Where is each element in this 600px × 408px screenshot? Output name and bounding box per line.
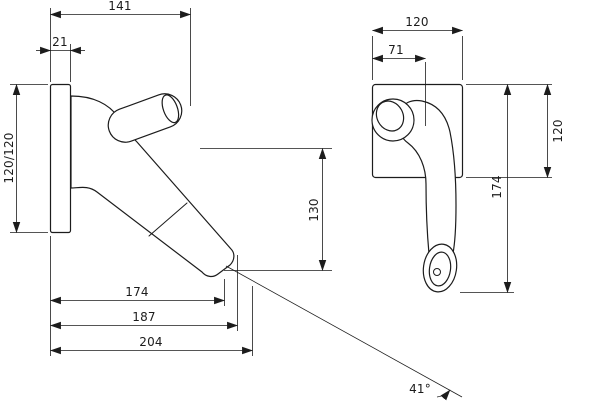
- front-view-labels: 120 71 120 174: [388, 15, 565, 199]
- dim-projection-label: 141: [108, 0, 132, 13]
- dim-spout-angle-label: 41°: [409, 382, 431, 396]
- handle-front: [371, 98, 415, 142]
- dim-reach-187-label: 187: [132, 310, 156, 324]
- handle-rim: [375, 100, 405, 132]
- aerator: [433, 268, 441, 276]
- spout-joint-line: [148, 202, 188, 237]
- side-view-labels: 141 21 120/120 130 174 187 204 41°: [2, 0, 431, 396]
- spout-axis-line: [225, 265, 463, 398]
- dim-reach-204-label: 204: [139, 335, 163, 349]
- spout-body-front: [397, 99, 457, 259]
- dim-reach-174-label: 174: [125, 285, 149, 299]
- dim-outlet-drop-label: 130: [307, 198, 321, 222]
- angle-arc: [436, 389, 451, 401]
- outlet-inner: [428, 251, 452, 287]
- wall-plate-side: [49, 83, 72, 234]
- dim-plate-width-label: 120: [405, 15, 429, 29]
- dim-plate-height-label: 120: [551, 119, 565, 143]
- side-view-dimensions: [10, 8, 463, 401]
- front-view-dimensions: [371, 26, 552, 294]
- front-view-drawing: [371, 83, 464, 293]
- dim-plate-depth-label: 21: [52, 35, 68, 49]
- handle-side: [107, 93, 183, 143]
- handle-end-cap: [161, 94, 180, 124]
- dim-spout-offset-label: 71: [388, 43, 404, 57]
- handle-body: [107, 93, 183, 143]
- dim-outlet-drop-label: 174: [490, 175, 504, 199]
- side-view-drawing: [49, 83, 235, 278]
- dim-plate-size-label: 120/120: [2, 132, 16, 183]
- spout-outlet: [422, 243, 458, 293]
